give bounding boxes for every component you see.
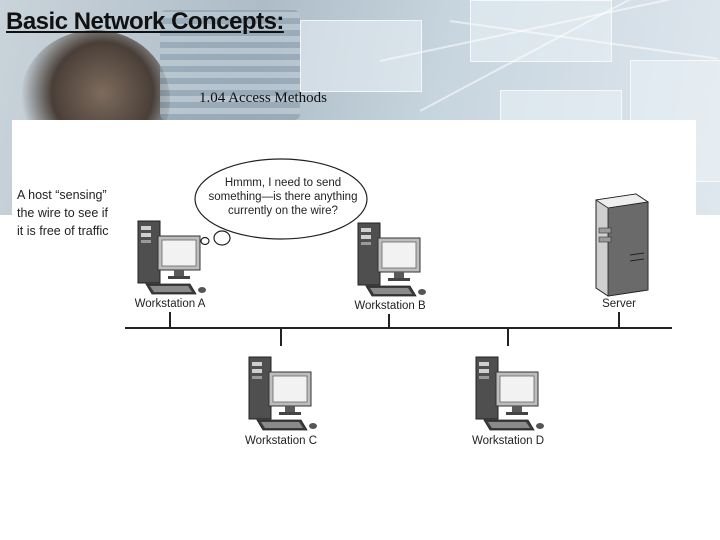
workstation-d-label: Workstation D	[471, 435, 545, 447]
thought-bubble-text: Hmmm, I need to send something—is there …	[200, 176, 366, 218]
thought-line: Hmmm, I need to send	[224, 177, 342, 189]
banner-server-rack	[160, 10, 300, 120]
workstation-b-label: Workstation B	[354, 300, 426, 312]
annotation-line: the wire to see if	[17, 206, 109, 220]
workstation-a-computer-icon	[137, 220, 207, 295]
thought-bubble-tail	[213, 230, 231, 246]
workstation-d-computer-icon	[475, 356, 545, 431]
thought-line: something—is there anything	[208, 191, 358, 203]
workstation-c-computer-icon	[248, 356, 318, 431]
annotation-line: it is free of traffic	[17, 224, 109, 238]
workstation-b-computer-icon	[357, 222, 427, 297]
server-label: Server	[602, 298, 636, 310]
slide-title: Basic Network Concepts:	[6, 8, 284, 35]
slide-subtitle: 1.04 Access Methods	[199, 90, 327, 106]
thought-bubble-tail	[200, 236, 210, 246]
annotation-line: A host “sensing”	[17, 188, 107, 202]
server-tower-icon	[594, 193, 650, 297]
workstation-a-label: Workstation A	[134, 298, 206, 310]
thought-bubble	[194, 158, 368, 240]
sensing-annotation: A host “sensing” the wire to see if it i…	[17, 186, 117, 240]
thought-line: currently on the wire?	[228, 205, 338, 217]
workstation-c-label: Workstation C	[244, 435, 318, 447]
banner-panel	[470, 0, 612, 62]
